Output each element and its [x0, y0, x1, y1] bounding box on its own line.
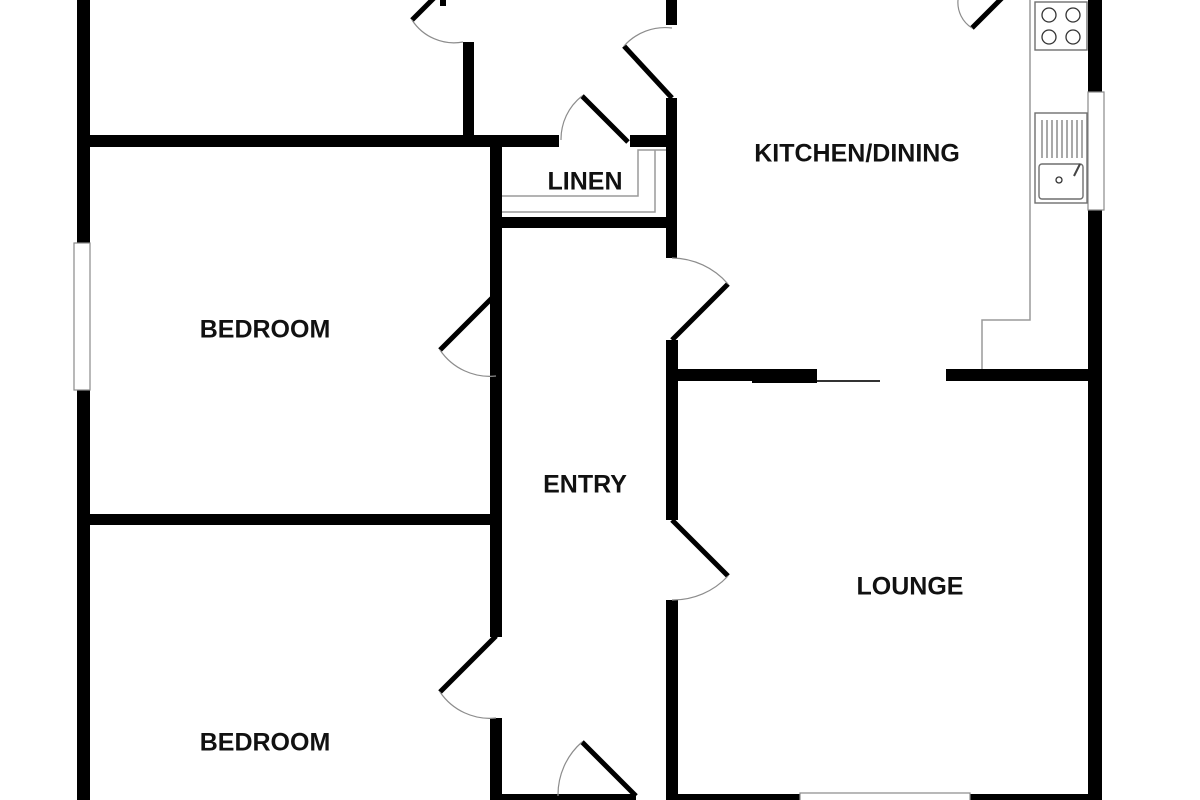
label-lounge: LOUNGE	[857, 573, 964, 601]
wall-entry-east-mid	[666, 340, 678, 520]
window-west-bedroom	[73, 242, 91, 391]
kitchen-bench-outline	[981, 0, 1031, 369]
wall-entry-east-lower	[666, 600, 678, 800]
wall-linen-top-right	[630, 135, 670, 147]
windows	[73, 91, 1105, 800]
door-linen	[560, 94, 630, 144]
sink-icon	[1034, 112, 1088, 204]
east-wall-upper	[1088, 0, 1102, 92]
wall-kitchen-west-top	[666, 0, 677, 25]
label-linen: LINEN	[548, 168, 623, 196]
east-wall-lower	[1088, 210, 1102, 800]
linen-shelf-outline	[502, 149, 666, 197]
door-lounge	[670, 518, 730, 601]
wall-entry-west-lower	[490, 718, 502, 800]
wall-kitchen-west	[666, 98, 677, 258]
kitchen-fixtures	[502, 0, 1088, 369]
wall-kitchen-lounge-a	[678, 369, 758, 381]
label-entry: ENTRY	[543, 471, 627, 499]
door-top-left	[410, 0, 464, 44]
label-bedroom-upper: BEDROOM	[200, 316, 331, 344]
wall-top-rooms-south	[77, 135, 559, 147]
west-wall-upper	[77, 0, 90, 243]
wall-linen-south	[490, 217, 670, 228]
sliding-door-panel	[752, 369, 817, 383]
room-labels: KITCHEN/DINING LINEN BEDROOM ENTRY LOUNG…	[200, 140, 964, 757]
south-wall-lounge-a	[666, 794, 800, 800]
interior-walls	[77, 0, 1089, 800]
door-kitchen-entry	[670, 257, 730, 342]
south-wall-lounge-b	[970, 794, 1102, 800]
linen-shelf-outline-inner	[502, 150, 656, 213]
doors	[410, 0, 1004, 798]
door-bedroom-lower	[438, 634, 498, 719]
label-bedroom-lower: BEDROOM	[200, 729, 331, 757]
door-kitchen-corner	[957, 0, 1004, 30]
window-kitchen-east	[1087, 91, 1105, 211]
window-lounge-south	[799, 792, 971, 800]
door-front	[557, 740, 638, 798]
label-kitchen-dining: KITCHEN/DINING	[754, 140, 960, 168]
cooktop-icon	[1034, 1, 1088, 51]
wall-top-divider	[463, 42, 474, 142]
south-wall-entry	[490, 794, 636, 800]
wall-stub-top	[440, 0, 446, 6]
door-bedroom-upper	[438, 292, 498, 377]
exterior-walls	[77, 0, 1102, 800]
door-kitchen-top	[622, 26, 674, 100]
wall-bedrooms-divider	[90, 514, 495, 525]
wall-kitchen-lounge-b	[946, 369, 1089, 381]
west-wall-lower	[77, 390, 90, 800]
